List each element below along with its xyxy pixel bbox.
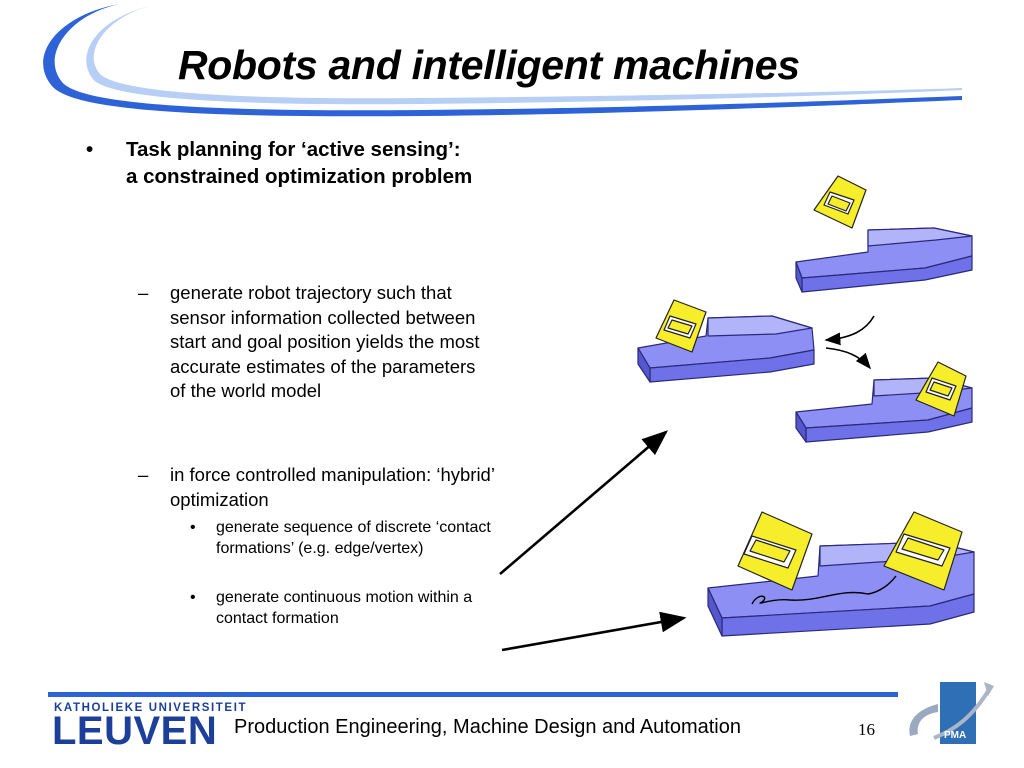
curved-arrow-in [824,315,875,346]
sub-sub-bullet-text: generate sequence of discrete ‘contact f… [216,519,491,557]
bullet-marker: • [190,589,196,606]
sub-bullet-text: in force controlled manipulation: ‘hybri… [170,464,495,510]
curved-arrow-out [825,347,872,370]
slide-content: • Task planning for ‘active sensing’: a … [0,0,520,680]
dash-marker: – [138,282,149,303]
header-swoosh [43,4,963,117]
slide-title: Robots and intelligent machines [178,42,800,88]
motion-trace [751,575,897,605]
university-logo-text: LEUVEN [52,709,218,753]
footer-divider [48,692,898,697]
block-middle [637,315,815,383]
cube-right [915,361,967,417]
block-top [795,227,973,293]
sub-bullet-text: generate robot trajectory such that sens… [170,282,480,401]
cube-middle [655,299,707,353]
sub-sub-bullet-text: generate continuous motion within a cont… [216,589,473,627]
cube-bottom-right [883,511,963,591]
bullet-marker: • [190,519,196,536]
cube-bottom-left [737,511,813,591]
main-bullet-line2: a constrained optimization problem [126,165,473,188]
bullet-marker: • [86,138,94,161]
dash-marker: – [138,464,149,485]
arrow-to-active-sensing-figure [499,430,668,575]
department-name: Production Engineering, Machine Design a… [234,716,741,738]
cube-top [813,175,867,229]
page-number: 16 [858,720,875,739]
pma-logo: PMA [909,682,994,744]
arrow-to-force-control-figure [501,611,687,652]
pma-logo-text: PMA [944,730,966,741]
university-name-small: KATHOLIEKE UNIVERSITEIT [54,702,248,714]
main-bullet-line1: Task planning for ‘active sensing’: [126,138,461,161]
